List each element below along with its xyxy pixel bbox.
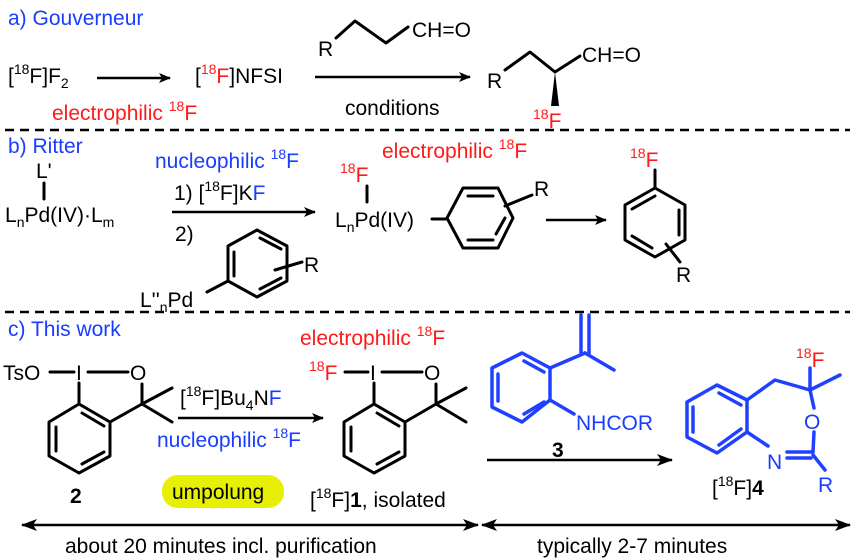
r-group: R (487, 70, 502, 93)
aryl-pd-reagent: R L''nPd (140, 228, 319, 315)
ligand-label: L' (36, 160, 52, 183)
aryl-fluoride-product: 18F R (623, 145, 691, 287)
fluorine-label: 18F (796, 345, 824, 372)
nitrogen-label: N (767, 451, 782, 474)
nucleophilic-label: nucleophilic 18F (155, 146, 299, 173)
step1-label: 1) [18F]KF (174, 178, 265, 205)
fluoride-reagent: [18F]Bu4NF (180, 383, 282, 413)
pd-complex: L' LnPd(IV)·Lm (5, 160, 114, 230)
aryl-pd-fluoride-intermediate: 18F LnPd(IV) R (335, 160, 549, 250)
pd-label: LnPd(IV) (335, 209, 414, 235)
iodine-label: I (370, 362, 376, 385)
electrophilic-label: electrophilic 18F (300, 323, 445, 350)
tosylate-label: TsO (3, 362, 40, 385)
fluorine-label: 18F (630, 145, 658, 172)
nfsi-reagent: [18F]NFSI (195, 61, 283, 88)
oxygen-label: O (130, 362, 146, 385)
amide-label: NHCOR (576, 412, 653, 435)
umpolung-label: umpolung (172, 481, 264, 504)
fluorine-label: 18F (533, 106, 561, 133)
nucleophilic-label: nucleophilic 18F (157, 425, 301, 452)
electrophilic-label: electrophilic 18F (382, 136, 527, 163)
f2-reagent: [18F]F2 (8, 61, 69, 91)
aldehyde-label: CH=O (582, 44, 641, 67)
fluorinated-aldehyde-product: R CH=O 18F (487, 44, 641, 133)
section-b: b) Ritter L' LnPd(IV)·Lm nucleophilic 18… (5, 135, 691, 315)
pd-label: L''nPd (140, 289, 193, 315)
fluorine-label: 18F (309, 358, 337, 385)
compound-4: 18F O N R [18F]4 (685, 345, 842, 500)
compound-1-label: [18F]1, isolated (310, 485, 446, 512)
compound-number: 2 (70, 485, 82, 508)
compound-1: 18F I O [18F]1, isolated (309, 358, 468, 512)
section-c: c) This work TsO I O 2 [18F]Bu4NF nucleo… (3, 313, 851, 558)
r-group: R (534, 178, 549, 201)
r-group: R (304, 254, 319, 277)
umpolung-highlight (162, 475, 284, 508)
r-group: R (676, 264, 691, 287)
oxygen-label: O (424, 362, 440, 385)
electrophilic-label: electrophilic 18F (52, 98, 197, 125)
compound-2: TsO I O 2 (3, 362, 174, 508)
section-a-title: a) Gouverneur (8, 7, 143, 30)
conditions-label: conditions (345, 97, 440, 120)
compound-3: NHCOR 3 (490, 313, 653, 462)
compound-number: 3 (552, 439, 564, 462)
oxygen-label: O (804, 411, 820, 434)
section-b-title: b) Ritter (8, 135, 83, 158)
r-group: R (318, 38, 333, 61)
fluorine-label: 18F (340, 160, 368, 187)
r-group: R (818, 474, 833, 497)
section-c-title: c) This work (8, 318, 121, 341)
compound-4-label: [18F]4 (712, 473, 764, 500)
time-label: typically 2-7 minutes (537, 535, 727, 558)
pd-label: LnPd(IV)·Lm (5, 204, 114, 230)
step2-label: 2) (175, 223, 194, 246)
time-label: about 20 minutes incl. purification (65, 535, 377, 558)
aldehyde-substrate: R CH=O (318, 19, 471, 61)
section-a: a) Gouverneur [18F]F2 electrophilic 18F … (8, 7, 641, 133)
wedge-bond (551, 72, 559, 106)
iodine-label: I (76, 362, 82, 385)
aldehyde-label: CH=O (412, 19, 471, 42)
